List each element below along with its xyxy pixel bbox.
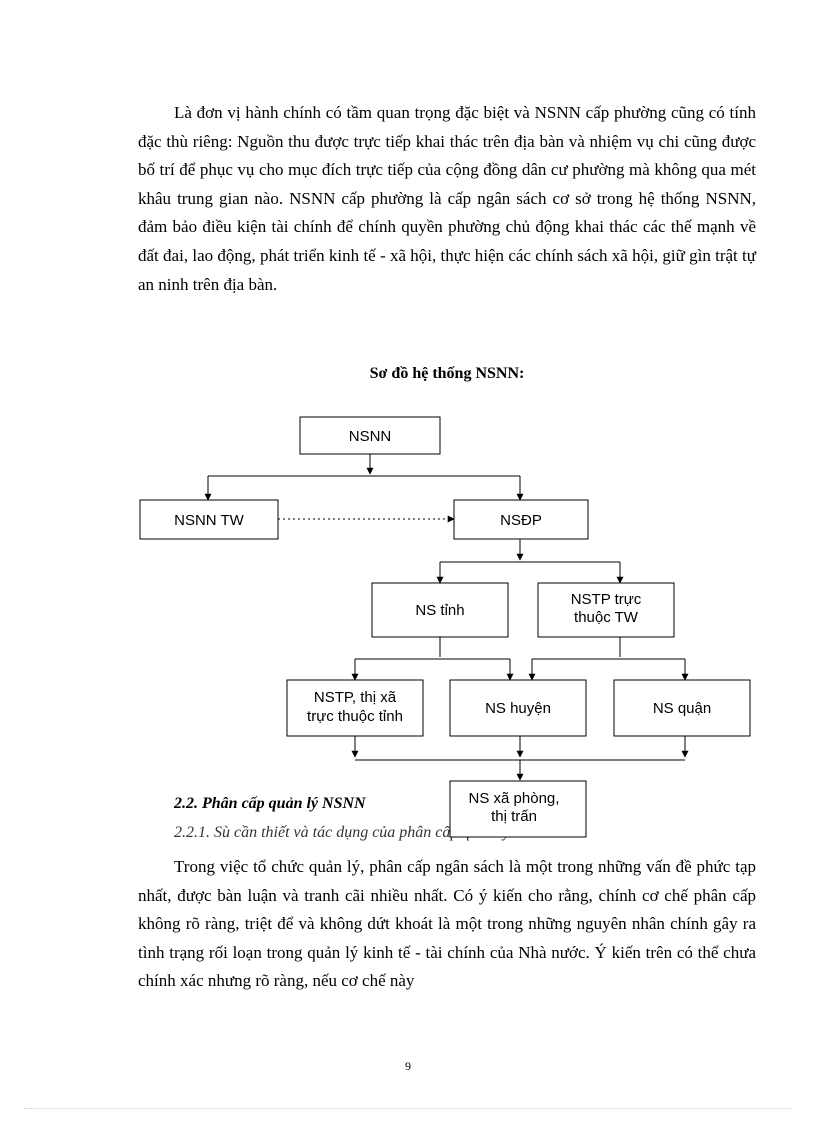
paragraph-intro: Là đơn vị hành chính có tầm quan trọng đ… [138,103,756,294]
node-nsdp: NSĐP [453,499,589,540]
section-heading: 2.2. Phân cấp quản lý NSNN [174,795,366,812]
node-nsdp-label: NSĐP [500,512,542,529]
node-nsnn: NSNN [299,416,441,455]
diagram-title: Sơ đồ hệ thống NSNN: [369,365,525,382]
page-number: 9 [405,1059,411,1073]
node-ns-tinh: NS tỉnh [371,582,509,638]
node-ns-tinh-label: NS tỉnh [415,602,464,619]
node-ns-huyen: NS huyện [449,679,587,737]
budget-system-diagram: NSNN NSNN TW NSĐP NS tỉnh NSTP trực thuộ… [139,416,751,838]
node-nsnn-label: NSNN [349,428,392,445]
node-nstp-tw-line1: NSTP trực [571,591,642,608]
node-ns-huyen-label: NS huyện [485,700,551,717]
node-ns-xa-line2: thị trấn [491,808,537,825]
connectors [204,454,689,781]
paragraph-decentralization: Trong việc tổ chức quản lý, phân cấp ngâ… [138,857,756,991]
node-ns-quan-label: NS quận [653,700,711,717]
node-ns-xa: NS xã phòng, thị trấn [449,780,587,838]
page-bottom-divider [24,1108,792,1109]
node-nstp-tinh-line1: NSTP, thị xã [314,689,397,706]
node-nstp-tinh: NSTP, thị xã trực thuộc tỉnh [286,679,424,737]
node-nstp-tw: NSTP trực thuộc TW [537,582,675,638]
node-nstp-tinh-line2: trực thuộc tỉnh [307,708,403,725]
node-nsnn-tw-label: NSNN TW [174,512,245,529]
node-nsnn-tw: NSNN TW [139,499,279,540]
node-ns-quan: NS quận [613,679,751,737]
node-nstp-tw-line2: thuộc TW [574,609,639,626]
node-ns-xa-line1: NS xã phòng, [469,790,560,807]
